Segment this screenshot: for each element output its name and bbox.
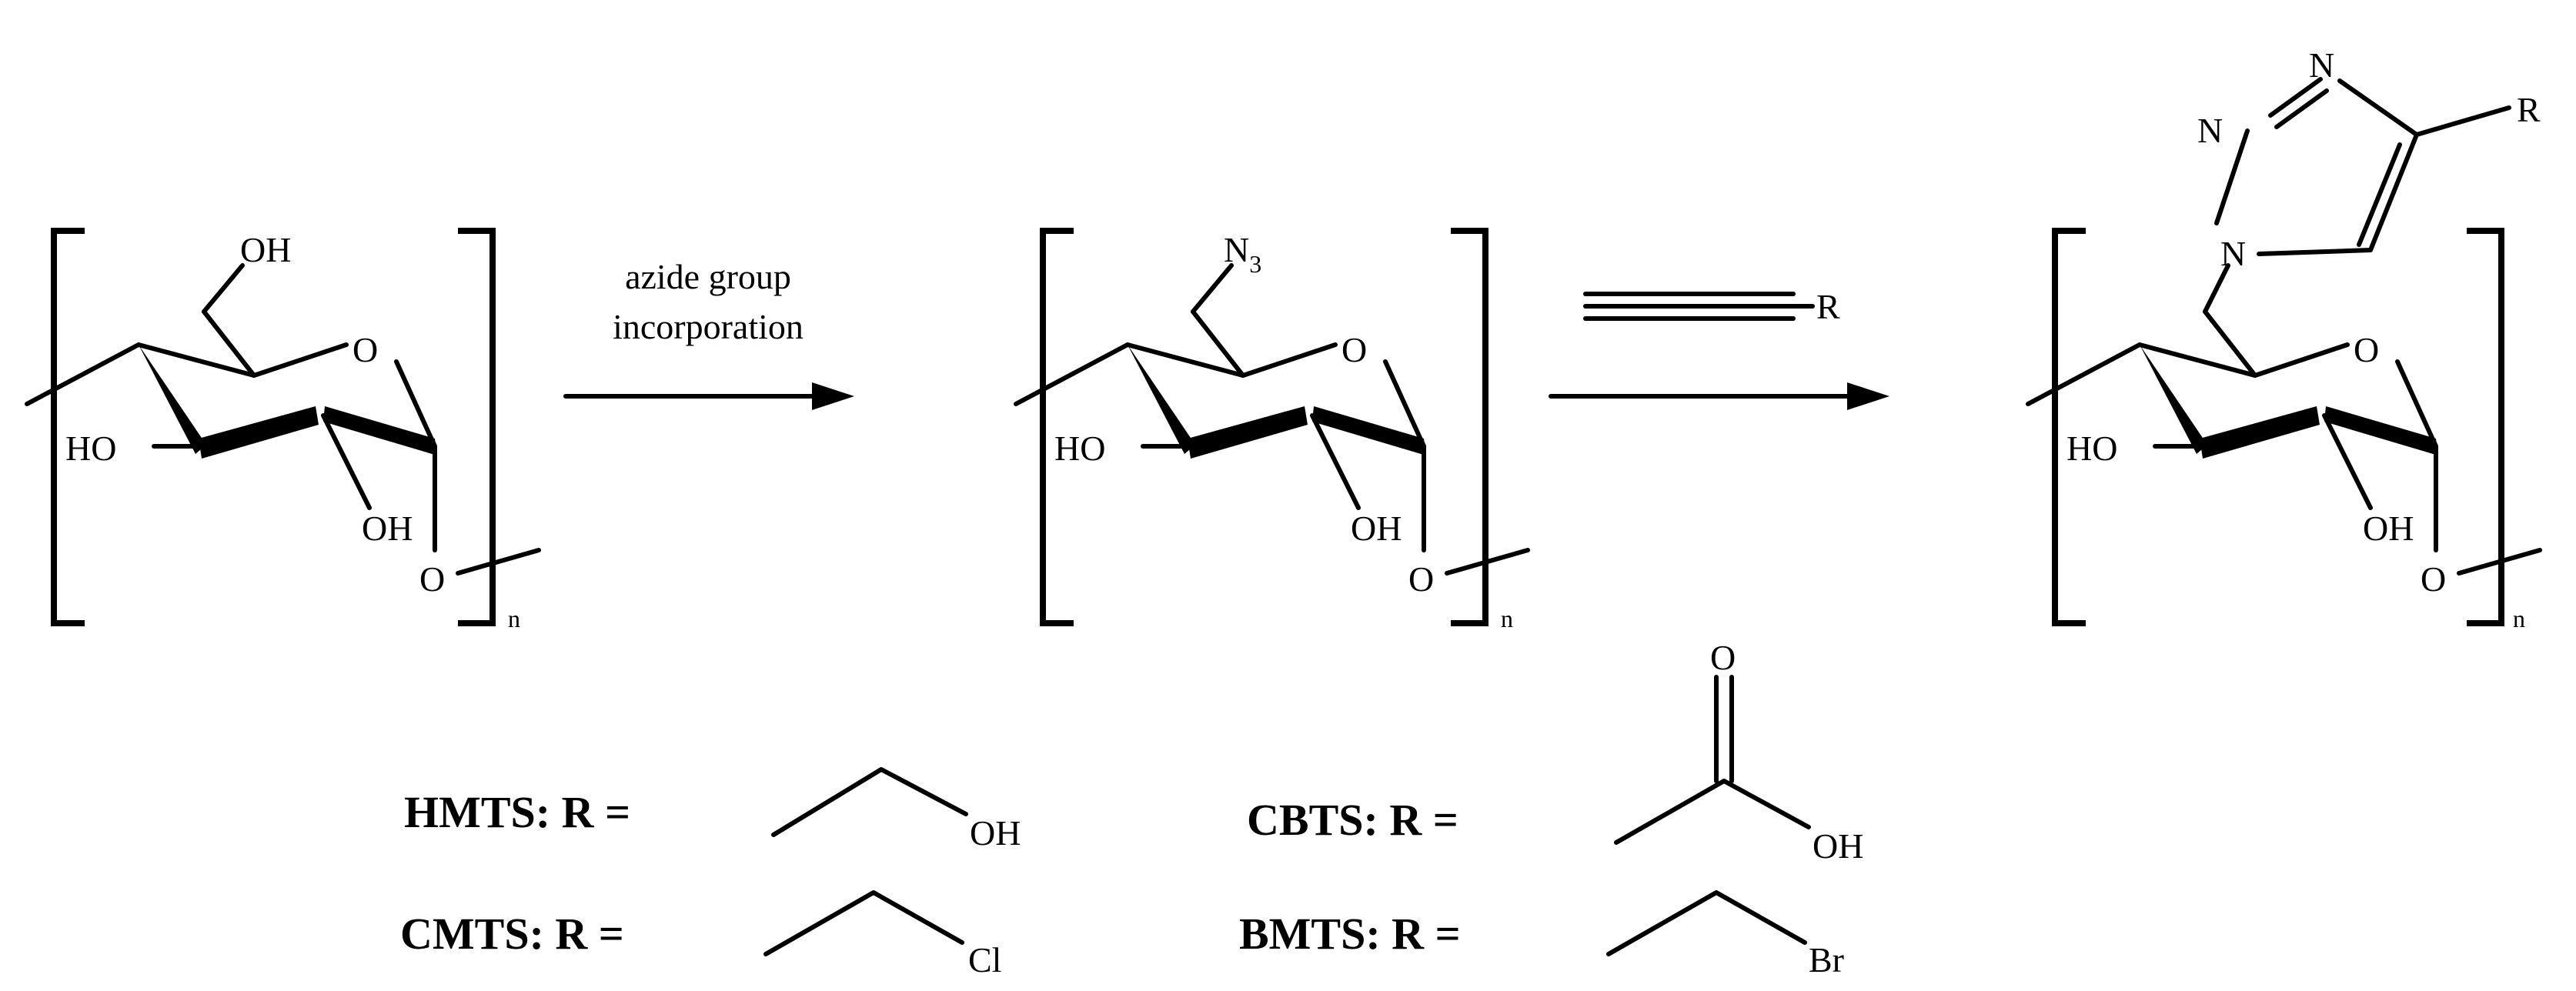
c5-c6-bond — [202, 309, 256, 378]
repeat-index: n — [1501, 605, 1513, 632]
substituent-label: CBTS: R = — [1247, 795, 1458, 845]
c2-oh-bond — [321, 413, 372, 510]
left-bracket — [1040, 228, 1074, 626]
r-label: R — [2517, 90, 2541, 129]
triazole-n2: N — [2197, 111, 2223, 150]
c5-o-bond — [252, 342, 349, 378]
n2-n3-bond — [2274, 88, 2329, 129]
group-label: OH — [1813, 826, 1863, 866]
ho-label: HO — [65, 429, 116, 468]
c4-c5-bond — [2357, 142, 2402, 247]
group-label: Br — [1809, 940, 1844, 979]
c6-azide-bond — [1191, 263, 1234, 314]
chloromethyl-bonds — [763, 890, 964, 956]
glycosidic-oxygen: O — [2421, 559, 2446, 599]
substituent-label: BMTS: R = — [1239, 909, 1461, 959]
right-bracket — [458, 228, 496, 626]
hydroxymethyl-bonds — [771, 767, 968, 837]
repeat-index: n — [508, 605, 520, 632]
substituent-cbts: CBTS: R = O OH — [1247, 638, 1863, 866]
glycosidic-oxygen: O — [1408, 559, 1434, 599]
c5-o-bond — [2253, 342, 2350, 378]
c5-o-bond — [1241, 342, 1338, 378]
c5-c6-bond — [2203, 309, 2257, 378]
c5-c6-bond — [1191, 309, 1245, 378]
c4-c5-bond — [2368, 132, 2419, 252]
glyco-link-bond — [1445, 548, 1530, 576]
c2-c3-wedge — [2200, 406, 2320, 459]
substituent-label: CMTS: R = — [400, 909, 624, 959]
r-label: R — [1816, 287, 1840, 326]
c4-link-bond — [25, 342, 141, 406]
azido-cellulose-monomer: n N3 O HO OH O — [1014, 228, 1530, 632]
c4-link-bond — [2026, 342, 2142, 406]
ho-label: HO — [1054, 429, 1105, 468]
azide-label: N3 — [1224, 230, 1261, 278]
c4-link-bond — [1014, 342, 1130, 406]
oh-label: OH — [2363, 509, 2414, 548]
carboxyl-bonds — [1614, 779, 1811, 845]
c1-c2-wedge — [323, 406, 437, 455]
substituent-label: HMTS: R = — [404, 787, 630, 837]
c2-oh-bond — [2322, 413, 2373, 510]
arrow-label: incorporation — [613, 307, 804, 346]
c4-c5-bond — [2137, 342, 2257, 378]
o-c1-bond — [1383, 359, 1426, 449]
carbonyl-oxygen: O — [1710, 638, 1736, 677]
c2-oh-bond — [1310, 413, 1361, 510]
c1-c2-wedge — [1312, 406, 1426, 455]
c1-c2-wedge — [2324, 406, 2438, 455]
right-bracket — [1451, 228, 1488, 626]
n1-ch2-bond — [2203, 263, 2230, 314]
glyco-link-bond — [456, 548, 541, 576]
substituent-hmts: HMTS: R = OH — [404, 767, 1021, 853]
n3-c4-bond — [2337, 78, 2419, 137]
c4-c5-bond — [136, 342, 256, 378]
n2-n3-bond — [2268, 77, 2323, 118]
cellulose-monomer: n OH O HO OH O — [25, 228, 541, 632]
oh-label: OH — [1351, 509, 1402, 548]
triazole-cellulose-monomer: n N N N R O HO OH O — [2026, 45, 2542, 632]
oh-label: OH — [240, 230, 291, 269]
ring-oxygen: O — [2354, 330, 2379, 369]
o-c1-bond — [2395, 359, 2438, 449]
ho-label: HO — [2066, 429, 2117, 468]
n1-n2-bond — [2214, 128, 2250, 225]
right-bracket — [2467, 228, 2504, 626]
c6-oh-bond — [202, 263, 245, 314]
glyco-link-bond — [2457, 548, 2542, 576]
substituent-bmts: BMTS: R = Br — [1239, 890, 1844, 979]
c3-c4-wedge — [1128, 345, 1195, 454]
c4-r-bond — [2414, 105, 2511, 137]
triazole-n3: N — [2309, 45, 2334, 85]
bromomethyl-bonds — [1606, 890, 1807, 956]
c5-n1-bond — [2257, 248, 2373, 256]
group-label: OH — [970, 813, 1021, 853]
ring-oxygen: O — [1341, 330, 1367, 369]
arrow-head — [812, 382, 854, 410]
arrow-azidation: azide group incorporation — [563, 257, 854, 410]
substituent-cmts: CMTS: R = Cl — [400, 890, 1001, 979]
triazole-n1: N — [2220, 234, 2246, 273]
ring-oxygen: O — [352, 330, 378, 369]
c4-c5-bond — [1125, 342, 1245, 378]
group-label: Cl — [968, 940, 1001, 979]
oh-label: OH — [362, 509, 413, 548]
left-bracket — [2052, 228, 2086, 626]
arrow-label: azide group — [625, 257, 791, 296]
c2-c3-wedge — [199, 406, 319, 459]
c2-c3-wedge — [1188, 406, 1308, 459]
repeat-index: n — [2513, 605, 2525, 632]
c3-c4-wedge — [2140, 345, 2207, 454]
o-c1-bond — [394, 359, 437, 449]
arrow-head — [1847, 382, 1889, 410]
arrow-click-reaction: R — [1549, 287, 1889, 410]
glycosidic-oxygen: O — [419, 559, 445, 599]
left-bracket — [51, 228, 85, 626]
c3-c4-wedge — [139, 345, 206, 454]
